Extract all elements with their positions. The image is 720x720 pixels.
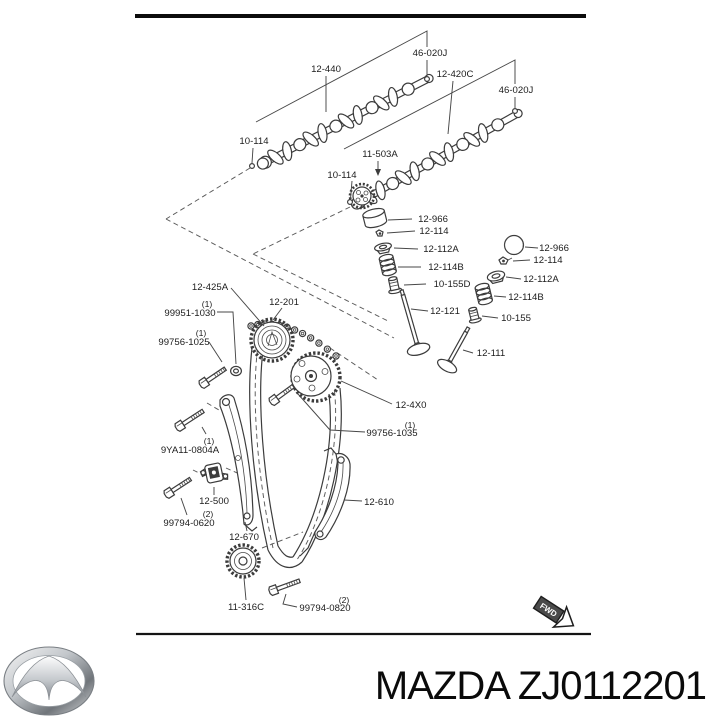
label-valve-keeper-left: 12-114 <box>419 226 449 237</box>
label-chain-guide-left: 12-670 <box>229 532 259 543</box>
label-vvt-bolt: 99756-1035 <box>366 428 417 439</box>
marker-cam1-front-bolt <box>249 163 256 170</box>
part-bolt-99794-0620 <box>163 476 193 500</box>
label-friction-washer: 99951-1030 <box>164 308 215 319</box>
label-camshaft-exhaust: 12-420C <box>437 69 474 80</box>
label-exhaust-valve: 12-111 <box>477 348 505 359</box>
part-camshaft-intake <box>256 73 434 170</box>
part-camshaft-exhaust <box>350 108 523 210</box>
qty-guide-bolt-lower: (2) <box>339 595 350 605</box>
part-valve-keeper-left <box>375 229 384 237</box>
label-crank-sprocket: 11-316C <box>228 602 264 613</box>
label-timing-chain: 12-201 <box>269 297 299 308</box>
part-bolt-9YA11-0804A <box>174 408 205 433</box>
mazda-logo-icon <box>3 646 95 716</box>
part-timing-chain <box>247 320 342 569</box>
qty-vvt-bolt: (1) <box>405 420 416 430</box>
label-spring-retainer-left: 12-112A <box>423 244 459 255</box>
part-chain-guide-left <box>219 394 258 532</box>
label-chain-guide-right: 12-610 <box>364 497 394 508</box>
part-tappet-bucket-right <box>503 234 525 256</box>
label-tappet-bucket-left: 12-966 <box>418 214 448 225</box>
part-chain-tensioner <box>199 462 229 484</box>
part-cam-actuator-gear <box>348 182 376 210</box>
part-bolt-99794-0820 <box>268 578 301 597</box>
part-cam-sprocket <box>249 317 295 363</box>
chain-link-row <box>247 320 340 360</box>
marker-cam2-front-bolt <box>347 199 354 206</box>
part-spring-retainer-right <box>486 270 506 285</box>
part-spring-retainer-left <box>374 242 392 255</box>
part-valve-keeper-right <box>498 256 513 265</box>
label-valve-seal-left: 10-155D <box>434 279 471 290</box>
label-cam-end-bolt-exhaust: 10-114 <box>327 170 357 181</box>
label-valve-keeper-right: 12-114 <box>533 255 563 266</box>
label-cam-end-bolt-intake: 10-114 <box>239 136 269 147</box>
qty-friction-washer: (1) <box>202 299 213 309</box>
label-camshaft-intake: 12-440 <box>311 64 341 75</box>
label-sprocket-bolt: 99756-1025 <box>158 337 209 348</box>
part-chain-guide-right <box>299 447 351 557</box>
label-valve-spring-left: 12-114B <box>428 262 464 273</box>
part-vvt-sprocket <box>290 351 342 403</box>
label-guide-bolt: 9YA11-0804A <box>161 445 220 456</box>
leader-lines <box>180 30 539 608</box>
footer: MAZDA ZJ0112201 <box>3 646 707 716</box>
label-guide-bolt-lower: 99794-0820 <box>299 603 350 614</box>
part-valve-spring-right <box>474 282 493 306</box>
label-cam-position-actuator: 11-503A <box>362 149 398 160</box>
label-valve-spring-right: 12-114B <box>508 292 544 303</box>
marker-cam1-rear <box>424 75 431 82</box>
part-exhaust-valve <box>436 326 471 374</box>
part-intake-valve <box>399 289 431 356</box>
fwd-arrow: FWD <box>532 595 575 628</box>
label-tensioner-bolt: 99794-0620 <box>163 518 214 529</box>
label-spring-retainer-right: 12-112A <box>523 274 559 285</box>
part-valve-seal-right <box>468 306 482 324</box>
label-cam-sprocket: 12-425A <box>192 282 229 293</box>
part-labels: 46-020J 12-440 12-420C 46-020J 10-114 11… <box>158 48 569 614</box>
part-crank-sprocket <box>225 543 261 579</box>
part-friction-washer <box>230 365 243 377</box>
part-valve-seal-left <box>387 276 403 295</box>
label-camshaft-set-exhaust: 46-020J <box>499 85 534 96</box>
label-intake-valve: 12-121 <box>430 306 460 317</box>
part-bolt-99756-1025 <box>198 366 228 390</box>
label-tappet-bucket-right: 12-966 <box>539 243 569 254</box>
part-bolt-99756-1035 <box>268 383 296 407</box>
label-vvt-sprocket: 12-4X0 <box>396 400 427 411</box>
label-camshaft-set-intake: 46-020J <box>413 48 448 59</box>
qty-guide-bolt: (1) <box>204 436 215 446</box>
qty-tensioner-bolt: (2) <box>203 509 214 519</box>
label-chain-tensioner: 12-500 <box>199 496 229 507</box>
marker-cam2-rear <box>511 107 518 114</box>
qty-sprocket-bolt: (1) <box>196 328 207 338</box>
label-valve-seal-right: 10-155 <box>501 313 531 324</box>
part-valve-spring-left <box>378 253 397 277</box>
part-tappet-bucket-left <box>362 207 388 229</box>
catalog-reference-text: MAZDA ZJ0112201 <box>375 664 706 708</box>
